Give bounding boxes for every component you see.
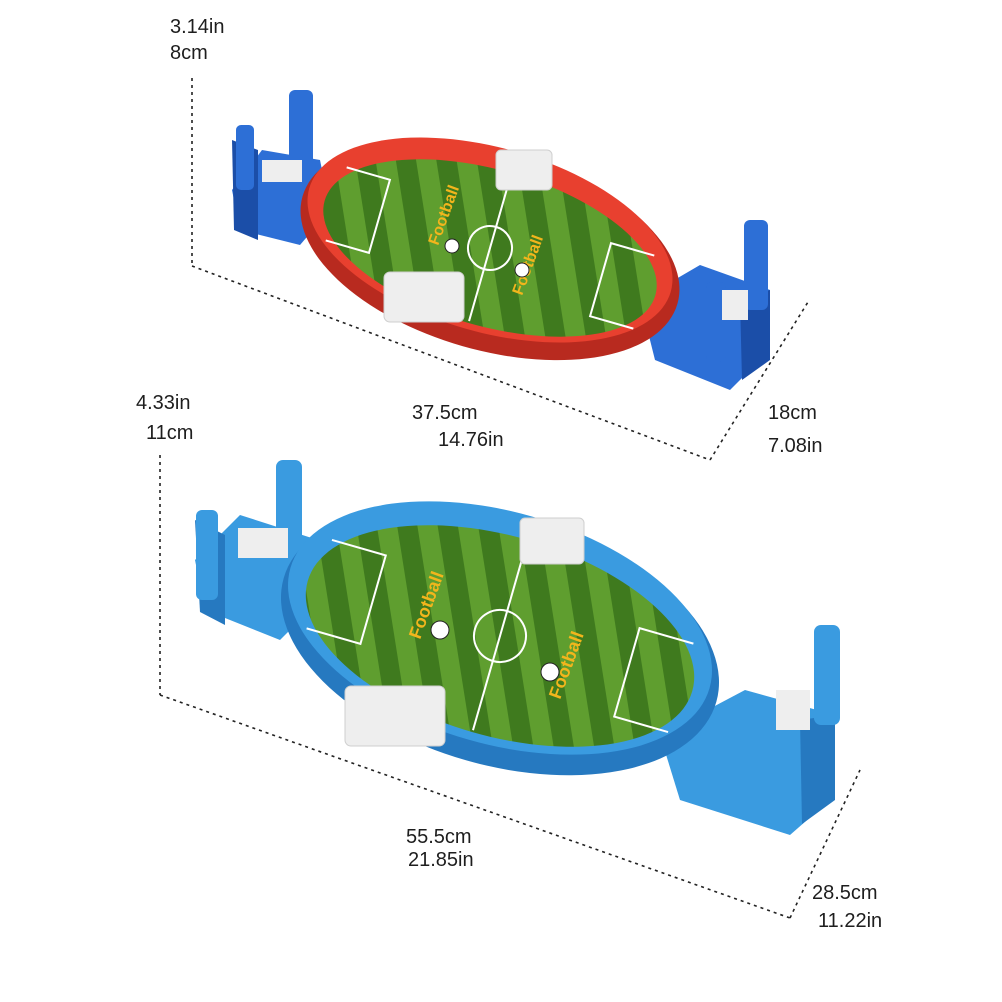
height-cm-small: 8cm <box>170 42 208 64</box>
height-in-small: 3.14in <box>170 16 225 38</box>
dimension-lines-large <box>159 455 861 919</box>
length-in-small: 14.76in <box>438 429 504 451</box>
red-stadium: Football Football <box>232 90 770 390</box>
length-cm-small: 37.5cm <box>412 402 478 424</box>
length-cm-large: 55.5cm <box>406 826 472 848</box>
blue-stadium: Football Football <box>195 460 840 835</box>
height-cm-large: 11cm <box>146 422 194 444</box>
dimension-lines-small <box>191 78 809 461</box>
length-in-large: 21.85in <box>408 849 474 871</box>
width-in-small: 7.08in <box>768 435 823 457</box>
width-cm-large: 28.5cm <box>812 882 878 904</box>
height-in-large: 4.33in <box>136 392 191 414</box>
width-cm-small: 18cm <box>768 402 817 424</box>
width-in-large: 11.22in <box>818 910 883 932</box>
